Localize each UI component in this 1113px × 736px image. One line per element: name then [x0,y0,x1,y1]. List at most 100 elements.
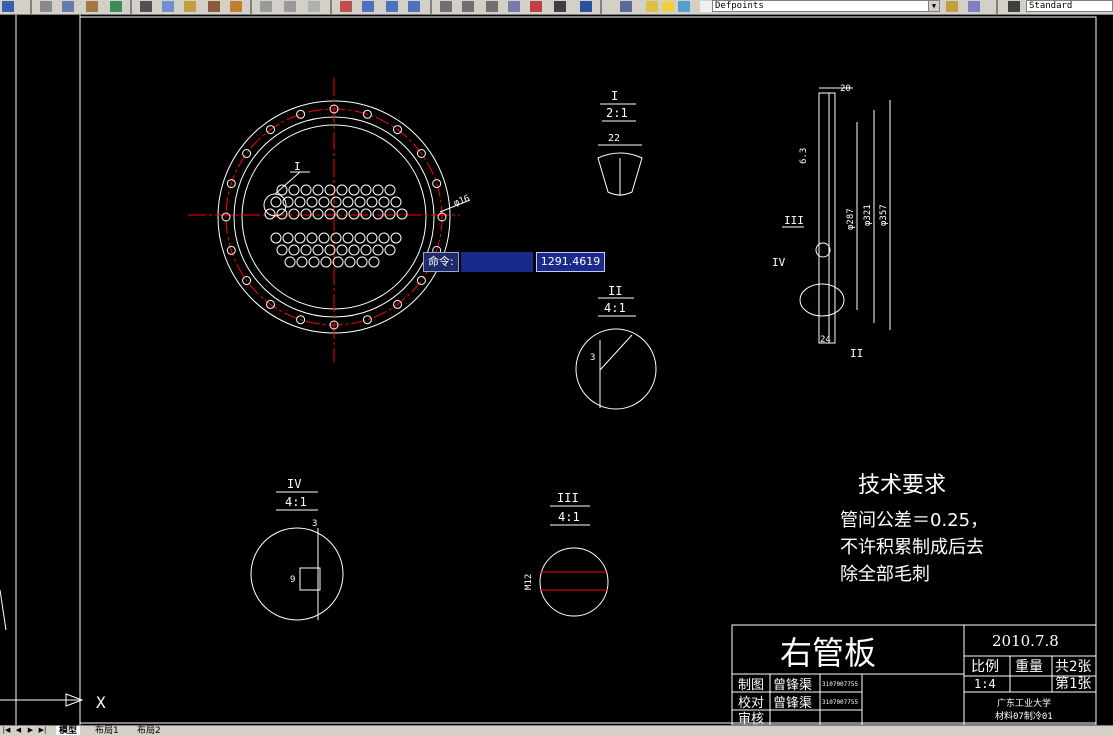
toolbar-separator [996,0,998,14]
tube-hole [366,232,378,244]
tube-hole [378,232,390,244]
title-block-class: 材料07制冷01 [995,710,1053,722]
layer-state-icon[interactable] [646,1,658,12]
title-block-checked-label: 校对 [738,695,764,711]
preview-icon[interactable] [62,1,74,12]
first-tab-icon[interactable]: |◀ [2,726,11,734]
tech-line2: 不许积累制成后去 [840,537,984,558]
toolbar-separator [250,0,252,14]
tube-hole [372,184,384,196]
side-iv-label: IV [772,256,786,269]
redo-icon[interactable] [284,1,296,12]
bolt-hole [296,109,306,119]
dynamic-input-tooltip: 命令: 1291.4619 [423,252,606,272]
block-icon[interactable] [230,1,242,12]
tube-hole [276,244,288,256]
command-value-field[interactable]: 1291.4619 [535,252,606,272]
match-properties-icon[interactable] [208,1,220,12]
layer-color-icon[interactable] [700,1,712,12]
bolt-hole [437,212,447,222]
tube-hole [312,184,324,196]
calculator-icon[interactable] [554,1,566,12]
bolt-hole [329,104,339,114]
tube-hole [288,244,300,256]
tube-hole [296,256,308,268]
detail-view-ii: II 4:1 3 [575,284,657,410]
layer-manager-icon[interactable] [620,1,632,12]
chevron-down-icon[interactable]: ▼ [928,1,939,11]
redo-dropdown-icon[interactable] [308,1,320,12]
tube-hole [270,232,282,244]
tube-hole [384,184,396,196]
tube-hole [324,244,336,256]
tab-layout2[interactable]: 布局2 [137,726,161,736]
title-block-review-label: 审核 [738,712,764,725]
print-icon[interactable] [40,1,52,12]
layer-previous-icon[interactable] [968,1,980,12]
cut-icon[interactable] [140,1,152,12]
tube-hole [342,196,354,208]
text-style-icon[interactable] [1008,1,1020,12]
prev-tab-icon[interactable]: ◀ [15,726,22,734]
tube-hole [308,256,320,268]
title-block-scale-value: 1:4 [974,677,996,691]
drawing-area[interactable]: X I φ16 I 2:1 22 II 4:1 3 [0,15,1113,725]
detail-iv-scale: 4:1 [285,495,307,509]
markup-icon[interactable] [530,1,542,12]
tool-palettes-icon[interactable] [486,1,498,12]
bolt-hole [242,276,252,285]
undo-icon[interactable] [260,1,272,12]
pan-icon[interactable] [340,1,352,12]
publish-icon[interactable] [86,1,98,12]
tab-model[interactable]: 模型 [56,726,81,736]
help-icon[interactable] [580,1,592,12]
toolbar-separator [600,0,602,14]
copy-icon[interactable] [162,1,174,12]
tube-hole [264,208,276,220]
tube-hole [276,208,288,220]
tube-hole [282,196,294,208]
tube-hole [354,196,366,208]
layer-lock-icon[interactable] [678,1,690,12]
zoom-previous-icon[interactable] [408,1,420,12]
tube-hole [396,208,408,220]
detail-iv-dim9: 9 [290,575,295,585]
command-input-field[interactable] [460,252,533,272]
title-block-checked-name: 曾锋渠 [773,696,812,711]
last-tab-icon[interactable]: ▶| [38,726,47,734]
next-tab-icon[interactable]: ▶ [27,726,34,734]
detail-i-scale: 2:1 [606,106,628,120]
save-icon[interactable] [2,1,14,12]
zoom-realtime-icon[interactable] [362,1,374,12]
tube-hole [330,196,342,208]
zoom-window-icon[interactable] [386,1,398,12]
title-block-sheet-no: 第1张 [1055,675,1091,692]
bolt-hole [393,299,402,309]
tube-hole [294,232,306,244]
sheet-set-icon[interactable] [508,1,520,12]
tube-holes [264,184,408,268]
title-block-drawn-name: 曾锋渠 [773,678,812,693]
tube-hole [342,232,354,244]
tube-hole [306,232,318,244]
detail-iv-dim3: 3 [312,519,317,529]
style-dropdown[interactable]: Standard [1026,0,1113,12]
tube-hole [390,232,402,244]
design-center-icon[interactable] [462,1,474,12]
make-current-layer-icon[interactable] [946,1,958,12]
tab-layout1[interactable]: 布局1 [95,726,119,736]
paste-icon[interactable] [184,1,196,12]
tube-hole [348,244,360,256]
title-block-school: 广东工业大学 [997,697,1051,709]
main-view: I φ16 [188,78,471,362]
layer-sun-icon[interactable] [662,1,674,12]
tube-hole [332,256,344,268]
tube-hole [372,244,384,256]
tube-hole [368,256,380,268]
side-d321: φ321 [863,204,873,226]
globe-icon[interactable] [110,1,122,12]
layer-dropdown[interactable]: Defpoints ▼ [712,0,940,12]
toolbar-separator [130,0,132,14]
properties-icon[interactable] [440,1,452,12]
tube-hole [330,232,342,244]
